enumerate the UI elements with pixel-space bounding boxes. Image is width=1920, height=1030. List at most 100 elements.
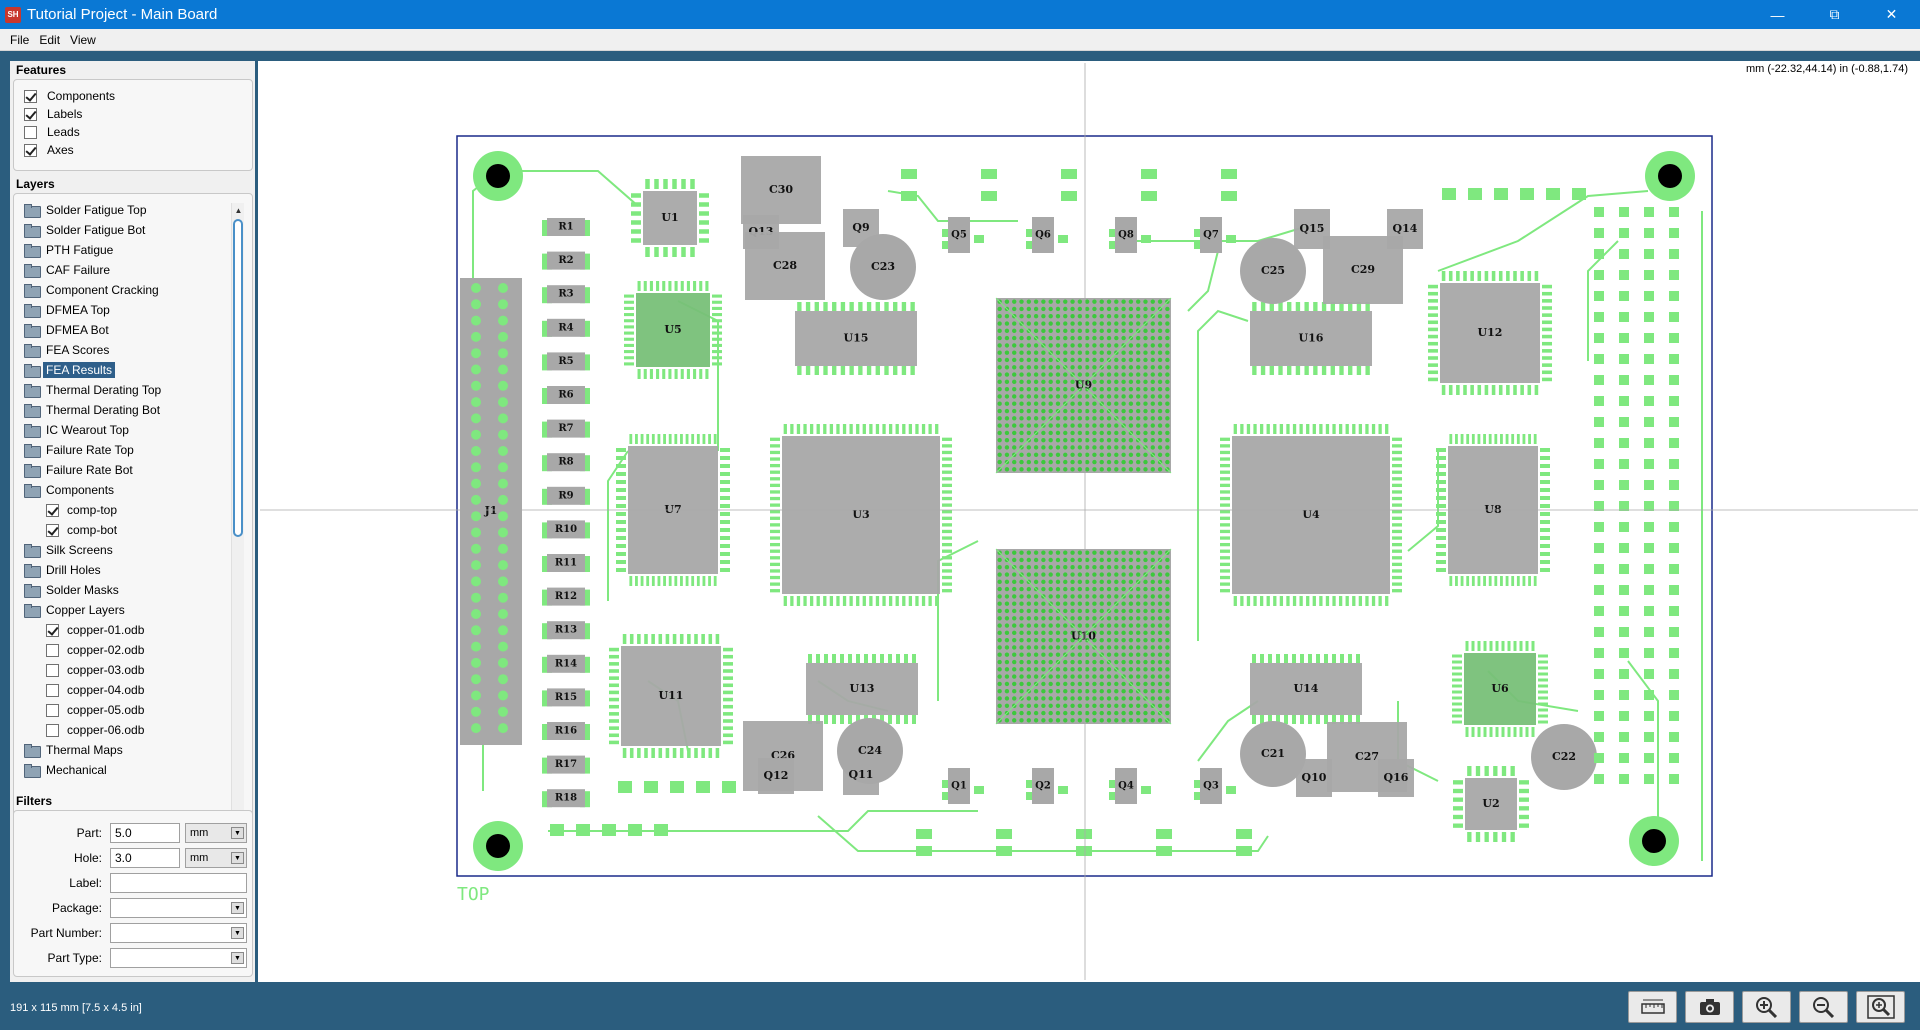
ball — [1092, 430, 1097, 436]
ball — [1165, 306, 1170, 312]
pad — [1644, 690, 1654, 700]
layer-item[interactable]: DFMEA Bot — [24, 321, 109, 339]
checkbox[interactable] — [24, 143, 37, 157]
ball — [1070, 438, 1075, 443]
layer-item[interactable]: comp-top — [46, 501, 117, 519]
pad — [609, 654, 619, 659]
pad — [715, 748, 720, 758]
layer-checkbox[interactable] — [46, 663, 59, 677]
component-label: R11 — [555, 558, 577, 569]
layer-item[interactable]: copper-05.odb — [46, 701, 144, 719]
ball — [1099, 550, 1104, 555]
zoom-in-button[interactable] — [1742, 991, 1791, 1023]
layer-checkbox[interactable] — [46, 723, 59, 737]
menu-file[interactable]: File — [10, 32, 30, 47]
layer-item[interactable]: Silk Screens — [24, 541, 113, 559]
layer-item[interactable]: FEA Results — [24, 361, 116, 379]
zoom-out-button[interactable] — [1799, 991, 1848, 1023]
ball — [1070, 674, 1075, 679]
ball — [1099, 689, 1104, 694]
part-number-select[interactable]: ▼ — [110, 923, 247, 943]
menu-edit[interactable]: Edit — [39, 32, 61, 47]
component-label: R16 — [555, 726, 577, 737]
layer-item[interactable]: Solder Fatigue Bot — [24, 221, 145, 239]
pad — [1300, 715, 1304, 724]
feature-axes[interactable]: Axes — [24, 141, 74, 159]
layer-checkbox[interactable] — [46, 623, 59, 637]
ball — [1070, 681, 1075, 687]
hole-input[interactable] — [110, 848, 180, 868]
package-select[interactable]: ▼ — [110, 898, 247, 918]
layer-item[interactable]: DFMEA Top — [24, 301, 110, 319]
maximize-button[interactable]: ⧉ — [1806, 0, 1863, 29]
menu-view[interactable]: View — [70, 32, 96, 47]
checkbox[interactable] — [24, 89, 37, 103]
ball — [1055, 379, 1061, 385]
pcb-view[interactable]: J1R1R2R3R4R5R6R7R8R9R10R11R12R13R14R15R1… — [258, 61, 1920, 982]
part-type-select[interactable]: ▼ — [110, 948, 247, 968]
pad — [1448, 271, 1453, 281]
pad — [1428, 349, 1438, 353]
pad — [888, 424, 893, 434]
ball — [1026, 357, 1031, 363]
layer-item[interactable]: copper-03.odb — [46, 661, 144, 679]
ball — [1136, 306, 1141, 312]
layer-item[interactable]: copper-04.odb — [46, 681, 144, 699]
layer-checkbox[interactable] — [46, 523, 59, 537]
ball — [1114, 365, 1119, 370]
ball — [1157, 467, 1163, 472]
layer-item[interactable]: Thermal Derating Top — [24, 381, 161, 399]
measure-button[interactable] — [1628, 991, 1677, 1023]
minimize-button[interactable]: — — [1749, 0, 1806, 29]
ball — [1121, 659, 1126, 665]
feature-components[interactable]: Components — [24, 87, 115, 105]
layer-checkbox[interactable] — [46, 643, 59, 657]
ball — [1026, 674, 1031, 679]
checkbox[interactable] — [24, 125, 37, 139]
pad — [1392, 582, 1402, 586]
layer-item[interactable]: Failure Rate Bot — [24, 461, 133, 479]
part-unit-select[interactable]: mm▼ — [185, 823, 247, 843]
layer-checkbox[interactable] — [46, 503, 59, 517]
layer-item[interactable]: Components — [24, 481, 114, 499]
layer-item[interactable]: Failure Rate Top — [24, 441, 134, 459]
ball — [1143, 314, 1148, 319]
ball — [1012, 357, 1017, 363]
feature-labels[interactable]: Labels — [24, 105, 82, 123]
layer-item[interactable]: Component Cracking — [24, 281, 159, 299]
part-input[interactable] — [110, 823, 180, 843]
layer-item[interactable]: Thermal Maps — [24, 741, 123, 759]
close-button[interactable]: ✕ — [1863, 0, 1920, 29]
layer-item[interactable]: Copper Layers — [24, 601, 125, 619]
pad — [1300, 654, 1304, 663]
layer-item[interactable]: IC Wearout Top — [24, 421, 129, 439]
layer-item[interactable]: Mechanical — [24, 761, 107, 779]
scroll-thumb[interactable] — [233, 219, 243, 537]
layer-checkbox[interactable] — [46, 703, 59, 717]
hole-unit-select[interactable]: mm▼ — [185, 848, 247, 868]
layer-item[interactable]: Thermal Derating Bot — [24, 401, 160, 419]
layer-item[interactable]: comp-bot — [46, 521, 117, 539]
layer-item[interactable]: Solder Masks — [24, 581, 119, 599]
layer-item[interactable]: copper-01.odb — [46, 621, 144, 639]
layer-item[interactable]: Drill Holes — [24, 561, 101, 579]
layer-checkbox[interactable] — [46, 683, 59, 697]
layer-item[interactable]: FEA Scores — [24, 341, 109, 359]
scroll-up-icon[interactable]: ▲ — [234, 205, 243, 215]
pad — [1494, 188, 1508, 200]
checkbox[interactable] — [24, 107, 37, 121]
layer-item[interactable]: PTH Fatigue — [24, 241, 113, 259]
layer-item[interactable]: CAF Failure — [24, 261, 110, 279]
pad — [1538, 654, 1548, 658]
label-input[interactable] — [110, 873, 247, 893]
layer-item[interactable]: copper-02.odb — [46, 641, 144, 659]
feature-leads[interactable]: Leads — [24, 123, 80, 141]
layer-item[interactable]: Solder Fatigue Top — [24, 201, 147, 219]
layers-scrollbar[interactable]: ▲ ▼ — [231, 203, 244, 839]
snapshot-button[interactable] — [1685, 991, 1734, 1023]
ball — [1063, 408, 1068, 414]
pad — [1483, 727, 1487, 737]
zoom-fit-button[interactable] — [1856, 991, 1905, 1023]
layer-item[interactable]: copper-06.odb — [46, 721, 144, 739]
